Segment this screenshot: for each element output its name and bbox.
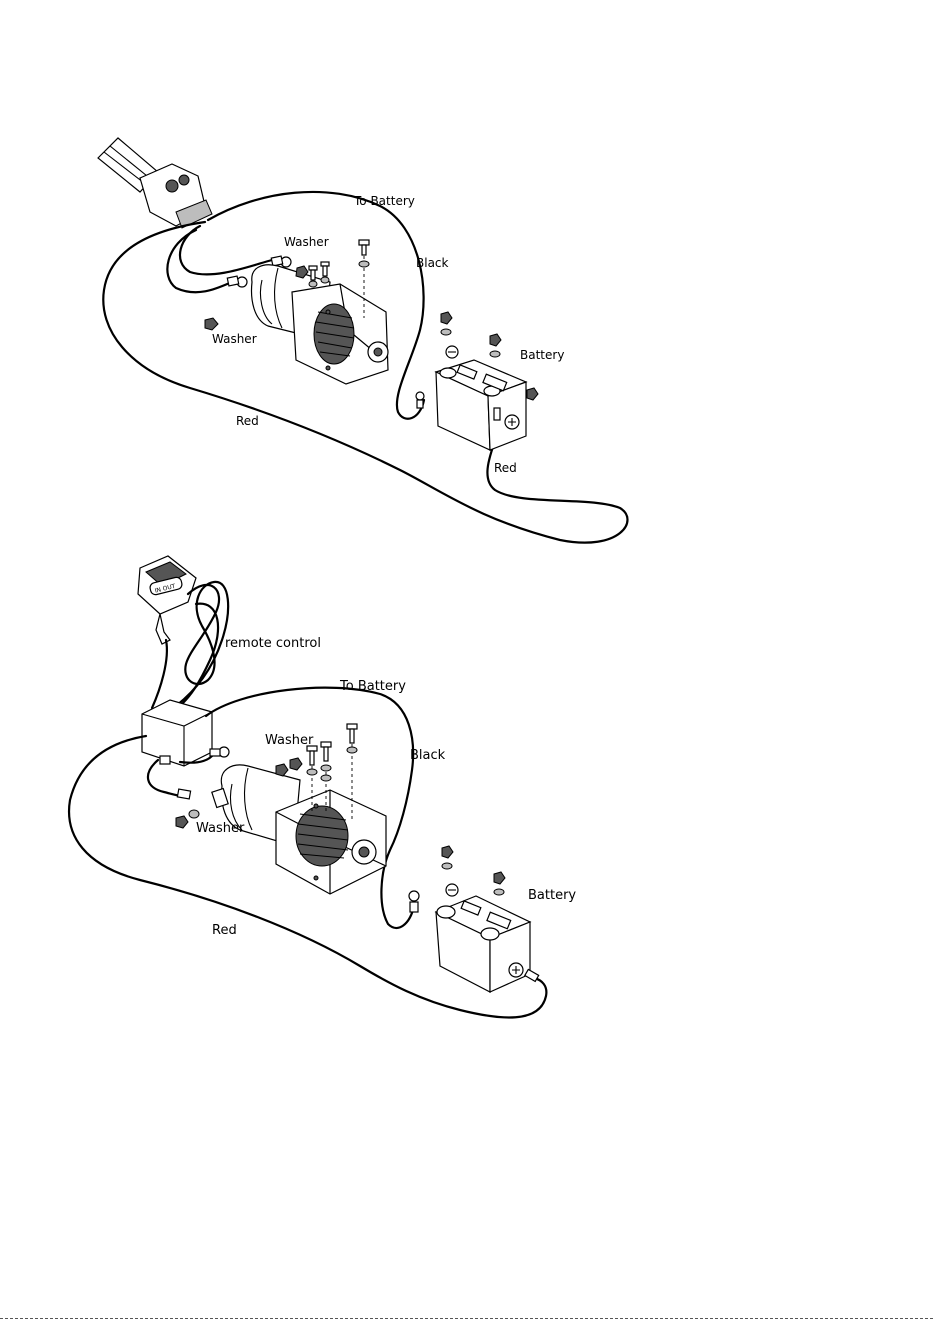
label-black: Black [416,256,449,270]
page-bottom-rule [0,1318,933,1319]
label-washer: Washer [212,332,257,346]
label-washer: Washer [196,821,245,836]
control-box [142,700,212,766]
diagram-top: To Battery Washer Black Washer Battery R… [98,138,628,543]
diagram-bottom: IN OUT [69,556,576,1018]
nut-icon [290,758,302,770]
battery-bottom [436,896,539,992]
label-battery: Battery [528,888,576,903]
label-red: Red [494,461,517,475]
label-red: Red [236,414,259,428]
nut-icon [176,816,188,828]
label-to-battery: To Battery [339,679,406,694]
label-black: Black [410,748,446,763]
label-remote-control: remote control [225,636,321,651]
red-wire-top [103,222,627,543]
handlebar-switch [98,138,212,228]
washer-icon [359,261,369,267]
switch-lead-2 [167,230,232,292]
nut-icon [276,764,288,776]
battery-top [416,360,526,450]
battery-hardware-bottom [442,846,505,896]
label-washer: Washer [265,733,314,748]
nut-icon [205,318,218,330]
remote-control-handset: IN OUT [138,556,196,644]
washer-icon [347,747,357,753]
label-to-battery: To Battery [353,194,415,208]
winch-top [252,265,388,384]
label-red: Red [212,923,237,938]
label-washer: Washer [284,235,329,249]
box-lead-2 [148,760,182,796]
label-battery: Battery [520,348,564,362]
ring-terminal-icon [409,891,419,901]
